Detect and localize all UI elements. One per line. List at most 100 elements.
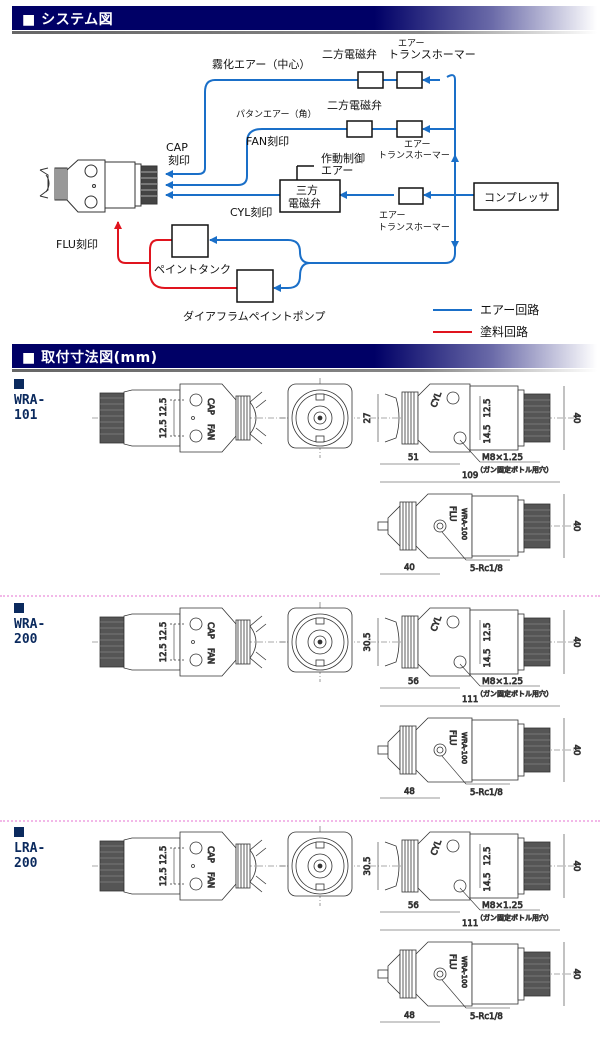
air-transformer-top [396,71,423,89]
separator [0,595,600,597]
label-transformer-low-2: トランスホーマー [378,222,450,233]
dimension-drawing: 12.5 12.5 CAP FAN [92,602,581,798]
model-name-text: LRA-200 [14,841,46,871]
hole-length-dim: 56 [408,677,419,687]
label-fan-mark: FAN刻印 [246,134,289,148]
pitch-a-label: 12.5 [159,643,169,662]
port-size-label: 5-Rc1/8 [470,788,503,798]
header-underline [12,369,597,372]
label-control-air-1: 作動制御 [321,151,365,165]
compressor-box [473,182,559,211]
side-width-dim: 30.5 [363,633,373,652]
bullet-square-icon [14,827,24,837]
pitch-a-label: 12.5 [159,867,169,886]
side-width-dim: 27 [363,413,373,424]
hole-pitch-b-dim: 14.5 [483,649,493,668]
bottom-view: 40 FLU WRA-100 40 5-Rc1/8 [377,493,581,574]
air-transformer-low [398,187,424,205]
side-height-dim: 40 [571,861,581,872]
model-name: WRA-101 [14,378,45,423]
two-way-valve-mid [346,120,373,138]
svg-text:12.5 12.5: 12.5 12.5 [159,846,169,887]
model-name: LRA-200 [14,826,45,871]
label-cyl-mark: CYL刻印 [230,205,272,219]
model-stamp-label: WRA-100 [460,956,468,988]
diaphragm-pump-box [236,269,274,303]
front-view: 12.5 12.5 CAP FAN [92,383,345,453]
label-transformer-top-1: エアー [398,39,424,49]
flu-port-label: FLU [447,730,457,745]
model-name: WRA-200 [14,602,45,647]
flu-port-label: FLU [447,506,457,521]
svg-text:12.5 12.5: 12.5 12.5 [159,398,169,439]
bolt-note-label: （ガン固定ボトル用穴） [476,689,553,698]
header-bar [12,6,597,30]
port-size-label: 5-Rc1/8 [470,1012,503,1022]
pitch-b-label: 12.5 [159,622,169,641]
bottom-length-dim: 48 [404,787,415,797]
model-name-text: WRA-101 [14,393,46,423]
section-header-system: ■ システム図 [0,4,600,34]
side-height-dim: 40 [571,637,581,648]
label-cap-mark-2: 刻印 [168,153,190,167]
label-paint-tank: ペイントタンク [154,263,231,276]
legend-label-air: エアー回路 [480,302,539,317]
section-header-dimensions: ■ 取付寸法図(mm) [0,342,600,372]
fan-port-label: FAN [205,648,215,664]
side-view: CYL 12.5 14.5 40 30.5 56 M8×1.25 （ガン固定ボト… [363,831,581,931]
label-two-way-valve-2: 二方電磁弁 [327,98,382,112]
end-view [280,378,360,458]
bolt-note-label: （ガン固定ボトル用穴） [476,465,553,474]
spray-gun-illustration [39,159,158,213]
label-transformer-mid-1: エアー [404,140,430,150]
fan-port-label: FAN [205,424,215,440]
separator [0,820,600,822]
hole-length-dim: 51 [408,453,419,463]
air-transformer-mid [396,120,423,138]
bolt-size-label: M8×1.25 [482,677,523,687]
hole-pitch-a-dim: 12.5 [483,623,493,642]
end-view [280,602,360,682]
header-bar [12,344,597,368]
bolt-size-label: M8×1.25 [482,453,523,463]
model-stamp-label: WRA-100 [460,732,468,764]
side-height-dim: 40 [571,413,581,424]
label-transformer-top-2: トランスホーマー [388,48,476,61]
port-size-label: 5-Rc1/8 [470,564,503,574]
label-control-air-2: エアー [321,164,353,177]
paint-circuit [114,221,237,289]
legend-label-paint: 塗料回路 [480,324,528,339]
pitch-a-label: 12.5 [159,419,169,438]
total-length-dim: 109 [462,471,478,481]
model-name-text: WRA-200 [14,617,46,647]
label-diaphragm-pump: ダイアフラムペイントポンプ [183,309,325,323]
cap-port-label: CAP [205,398,215,415]
dimension-drawing: 12.5 12.5 CAP FAN [92,378,581,574]
system-diagram: 霧化エアー（中心） 二方電磁弁 エアー トランスホーマー パタンエアー（角） 二… [39,39,559,339]
section-title: ■ システム図 [22,12,114,28]
air-circuit [165,74,480,292]
total-length-dim: 111 [462,919,478,929]
side-width-dim: 30.5 [363,857,373,876]
air-line-main-top [446,74,456,81]
model-stamp-label: WRA-100 [460,508,468,540]
end-view [280,826,360,906]
bottom-view: 40 FLU WRA-100 48 5-Rc1/8 [377,941,581,1022]
svg-text:12.5 12.5: 12.5 12.5 [159,622,169,663]
label-flu-mark: FLU刻印 [56,237,98,251]
front-view: 12.5 12.5 CAP FAN [92,831,345,901]
bottom-view: 40 FLU WRA-100 48 5-Rc1/8 [377,717,581,798]
front-view: 12.5 12.5 CAP FAN [92,607,345,677]
pitch-b-label: 12.5 [159,846,169,865]
pitch-b-label: 12.5 [159,398,169,417]
bottom-height-dim: 40 [571,745,581,756]
cap-port-label: CAP [205,846,215,863]
label-two-way-valve-1: 二方電磁弁 [322,47,377,61]
legend: エアー回路 塗料回路 [433,302,539,339]
hole-pitch-a-dim: 12.5 [483,399,493,418]
header-underline [12,31,597,34]
two-way-valve-top [357,71,384,89]
fan-port-label: FAN [205,872,215,888]
label-transformer-low-1: エアー [379,211,405,221]
label-three-way-2: 電磁弁 [288,196,321,210]
